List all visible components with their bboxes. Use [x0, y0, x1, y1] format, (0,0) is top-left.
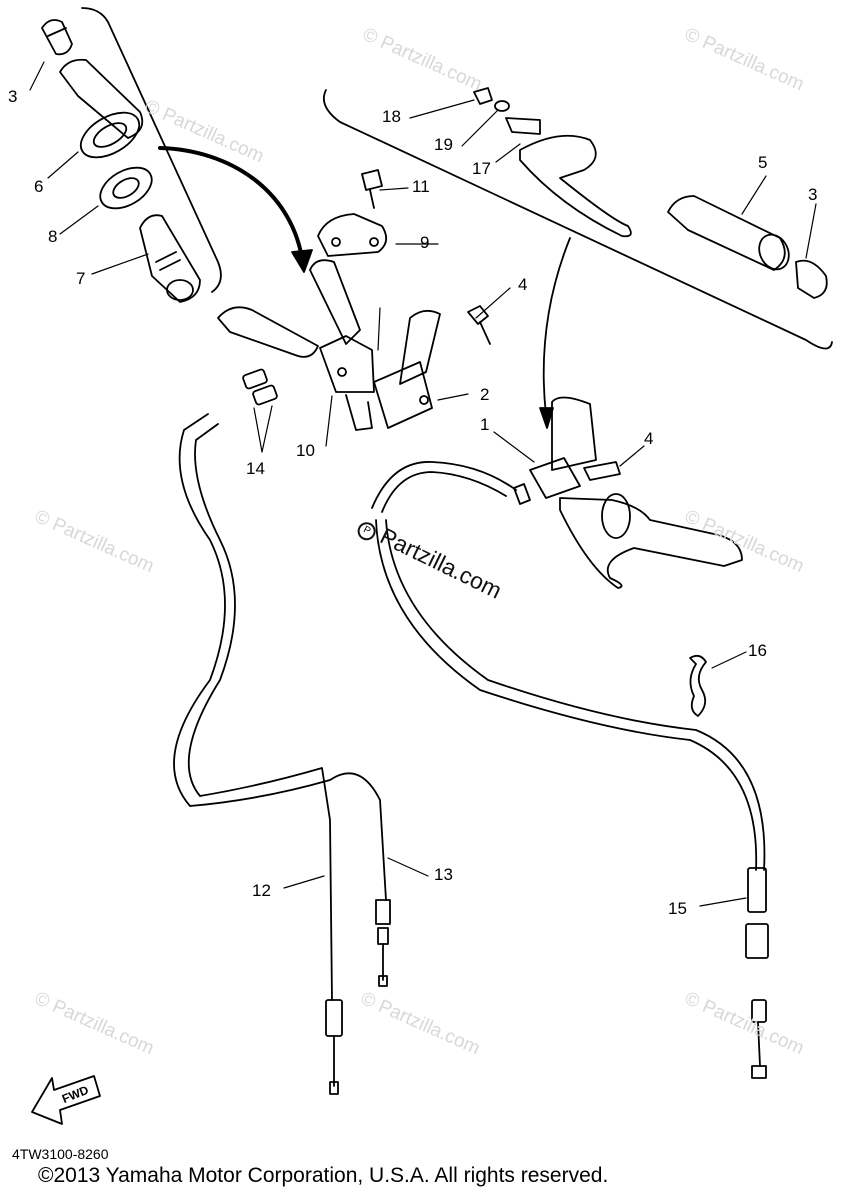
- fwd-arrow-icon: [31, 1075, 101, 1125]
- callout-8: 8: [48, 227, 58, 246]
- arrow-to-clutch: [539, 237, 571, 429]
- callout-10: 10: [296, 441, 315, 460]
- callout-7: 7: [76, 269, 86, 288]
- clutch-cable-drawing: [371, 461, 769, 1079]
- callout-16: 16: [748, 641, 767, 660]
- clutch-lever-drawing: [505, 117, 632, 238]
- left-grip-group-bracket: [81, 7, 222, 293]
- right-grip-drawing: [667, 195, 790, 271]
- clutch-perch-drawing: [513, 396, 743, 589]
- cable-adjusters-drawing: [242, 368, 278, 406]
- throttle-cables-drawing: [173, 413, 391, 1095]
- left-grip-drawing: [59, 58, 144, 159]
- callout-3-right: 3: [808, 185, 818, 204]
- bolt-4-upper-drawing: [467, 305, 491, 345]
- callout-19: 19: [434, 135, 453, 154]
- callout-18: 18: [382, 107, 401, 126]
- leader-lines: [29, 61, 817, 907]
- brake-lever-outline-drawing: [217, 306, 373, 431]
- callout-13: 13: [434, 865, 453, 884]
- callout-14: 14: [246, 459, 265, 478]
- callout-5: 5: [758, 153, 768, 172]
- housing-cap-drawing: [317, 213, 388, 257]
- callout-1: 1: [480, 415, 490, 434]
- callout-15: 15: [668, 899, 687, 918]
- washer-19-drawing: [494, 100, 510, 112]
- callout-17: 17: [472, 159, 491, 178]
- grip-end-cap-right-drawing: [795, 259, 828, 299]
- callout-12: 12: [252, 881, 271, 900]
- throttle-housing-drawing: [309, 259, 441, 429]
- callout-4-lower: 4: [644, 429, 654, 448]
- arrow-to-throttle: [158, 146, 313, 273]
- callout-6: 6: [34, 177, 44, 196]
- callout-4-upper: 4: [518, 275, 528, 294]
- callout-11: 11: [412, 177, 430, 196]
- throttle-tube-drawing: [139, 214, 201, 303]
- callout-3-left: 3: [8, 87, 18, 106]
- copyright-notice: ©2013 Yamaha Motor Corporation, U.S.A. A…: [38, 1164, 609, 1187]
- diagram-code: 4TW3100-8260: [12, 1146, 109, 1162]
- right-lever-group-bracket: [322, 89, 833, 350]
- grip-end-cap-left-drawing: [41, 19, 73, 56]
- callout-9: 9: [420, 233, 430, 252]
- bolt-18-drawing: [473, 87, 493, 105]
- grip-washer-drawing: [99, 166, 153, 210]
- bolt-11-drawing: [361, 169, 383, 209]
- callout-2: 2: [480, 385, 490, 404]
- cable-clip-drawing: [689, 654, 707, 717]
